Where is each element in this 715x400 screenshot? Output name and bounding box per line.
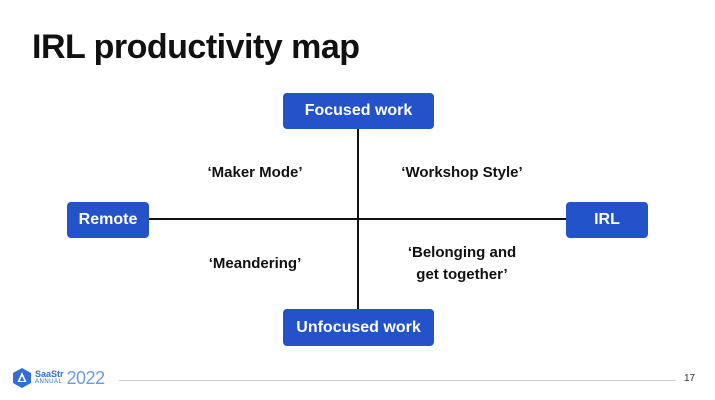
horizontal-axis-line [148,218,568,220]
node-unfocused-work-label: Unfocused work [296,318,421,336]
node-irl-label: IRL [594,211,620,228]
node-remote-label: Remote [78,211,138,228]
saastr-hexagon-icon [13,368,31,388]
logo-sub: ANNUAL [35,379,63,385]
node-unfocused-work: Unfocused work [283,309,434,346]
quadrant-workshop-style: ‘Workshop Style’ [401,164,523,181]
page-number: 17 [684,373,696,384]
quadrant-meandering: ‘Meandering’ [208,255,302,272]
logo-year: 2022 [66,367,106,388]
vertical-axis-line [357,128,359,314]
quadrant-belonging-line2: get together’ [416,266,508,283]
node-remote: Remote [67,202,149,238]
quadrant-belonging: ‘Belonging and get together’ [392,242,532,286]
node-focused-work: Focused work [283,93,434,129]
logo-brand: SaaStr [35,369,64,379]
quadrant-maker-mode: ‘Maker Mode’ [207,164,303,181]
logo-wordmark: SaaStr ANNUAL [35,370,64,386]
slide-title: IRL productivity map [32,28,360,66]
footer-divider [118,380,676,381]
saastr-logo: SaaStr ANNUAL 2022 [12,367,105,389]
node-focused-work-label: Focused work [304,102,413,119]
quadrant-belonging-line1: ‘Belonging and [407,244,517,261]
node-irl: IRL [566,202,648,238]
